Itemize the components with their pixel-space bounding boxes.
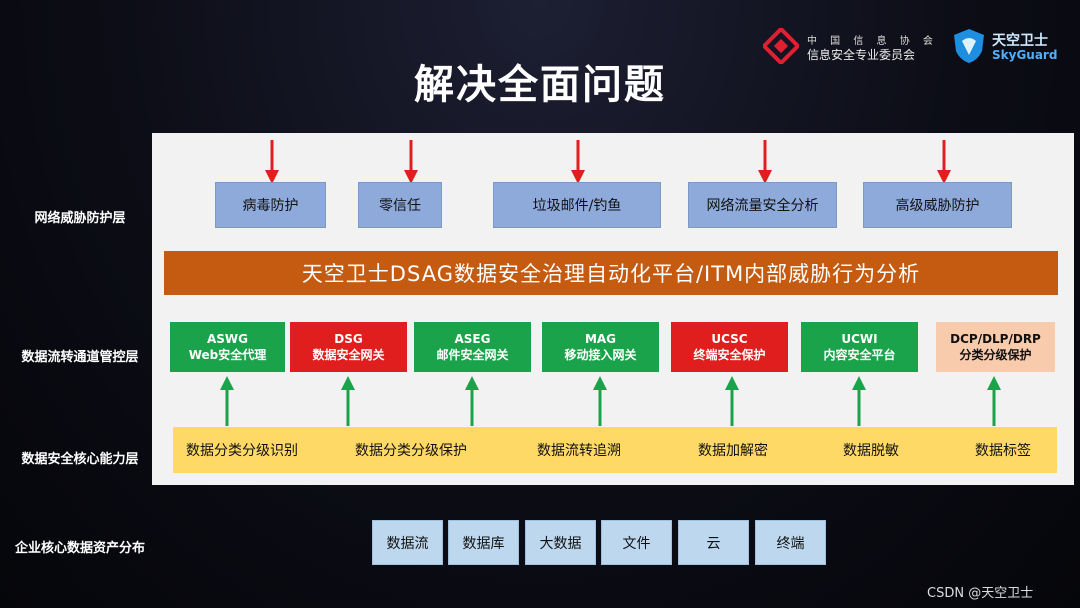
arrow-down-icon bbox=[265, 140, 279, 184]
threat-item-spam-phishing: 垃圾邮件/钓鱼 bbox=[493, 182, 661, 228]
gateway-dcp-dlp-drp: DCP/DLP/DRP 分类分级保护 bbox=[936, 322, 1055, 372]
core-item-encryption: 数据加解密 bbox=[698, 443, 768, 459]
asset-endpoint: 终端 bbox=[755, 520, 826, 565]
layer-label-threat: 网络威胁防护层 bbox=[34, 211, 126, 226]
threat-item-zero-trust: 零信任 bbox=[358, 182, 442, 228]
gateway-mag: MAG 移动接入网关 bbox=[542, 322, 659, 372]
arrow-up-icon bbox=[465, 376, 479, 426]
gateway-ucwi: UCWI 内容安全平台 bbox=[801, 322, 918, 372]
arrow-up-icon bbox=[987, 376, 1001, 426]
layer-label-channel: 数据流转通道管控层 bbox=[21, 350, 139, 365]
arrow-down-icon bbox=[404, 140, 418, 184]
arrow-up-icon bbox=[220, 376, 234, 426]
org-logo: 中 国 信 息 协 会 信息安全专业委员会 bbox=[763, 28, 933, 64]
gateway-code: DCP/DLP/DRP bbox=[950, 332, 1041, 346]
arrow-up-icon bbox=[593, 376, 607, 426]
watermark: CSDN @天空卫士 bbox=[927, 586, 1034, 601]
gateway-code: UCSC bbox=[711, 332, 748, 346]
core-item-classification-protect: 数据分类分级保护 bbox=[355, 443, 467, 459]
brand-name-cn: 天空卫士 bbox=[992, 33, 1048, 49]
core-item-labeling: 数据标签 bbox=[975, 443, 1031, 459]
gateway-name: 邮件安全网关 bbox=[436, 348, 509, 362]
gateway-code: ASWG bbox=[206, 332, 248, 346]
gateway-name: 移动接入网关 bbox=[564, 348, 637, 362]
gateway-name: Web安全代理 bbox=[188, 348, 267, 362]
arrow-down-icon bbox=[758, 140, 772, 184]
asset-data-flow: 数据流 bbox=[372, 520, 443, 565]
threat-item-antivirus: 病毒防护 bbox=[215, 182, 326, 228]
asset-database: 数据库 bbox=[448, 520, 519, 565]
arrow-up-icon bbox=[341, 376, 355, 426]
gateway-aseg: ASEG 邮件安全网关 bbox=[414, 322, 531, 372]
core-item-flow-trace: 数据流转追溯 bbox=[537, 443, 621, 459]
arrow-up-icon bbox=[725, 376, 739, 426]
gateway-dsg: DSG 数据安全网关 bbox=[290, 322, 407, 372]
gateway-name: 数据安全网关 bbox=[312, 348, 385, 362]
gateway-code: UCWI bbox=[841, 332, 878, 346]
shield-icon bbox=[954, 29, 984, 63]
gateway-name: 终端安全保护 bbox=[693, 348, 766, 362]
gateway-code: DSG bbox=[334, 332, 363, 346]
gateway-ucsc: UCSC 终端安全保护 bbox=[671, 322, 788, 372]
asset-cloud: 云 bbox=[678, 520, 749, 565]
gateway-code: MAG bbox=[584, 332, 617, 346]
threat-item-advanced-threat: 高级威胁防护 bbox=[863, 182, 1012, 228]
asset-big-data: 大数据 bbox=[525, 520, 596, 565]
layer-label-assets: 企业核心数据资产分布 bbox=[14, 541, 145, 556]
core-capability-band bbox=[173, 427, 1057, 473]
threat-item-traffic-analysis: 网络流量安全分析 bbox=[688, 182, 837, 228]
org-logo-line1: 中 国 信 息 协 会 bbox=[807, 36, 938, 47]
gateway-name: 分类分级保护 bbox=[959, 348, 1032, 362]
asset-file: 文件 bbox=[601, 520, 672, 565]
layer-label-core: 数据安全核心能力层 bbox=[21, 452, 139, 467]
arrow-up-icon bbox=[852, 376, 866, 426]
brand-name-en: SkyGuard bbox=[992, 48, 1058, 62]
gateway-name: 内容安全平台 bbox=[823, 348, 896, 362]
arrow-down-icon bbox=[937, 140, 951, 184]
core-item-masking: 数据脱敏 bbox=[843, 443, 899, 459]
core-item-classification-identify: 数据分类分级识别 bbox=[186, 443, 298, 459]
brand-logo: 天空卫士 SkyGuard bbox=[950, 27, 1060, 67]
gateway-aswg: ASWG Web安全代理 bbox=[170, 322, 285, 372]
gateway-code: ASEG bbox=[454, 332, 491, 346]
page-title: 解决全面问题 bbox=[414, 62, 666, 108]
arrow-down-icon bbox=[571, 140, 585, 184]
org-logo-icon bbox=[763, 28, 799, 64]
org-logo-line2: 信息安全专业委员会 bbox=[807, 48, 916, 62]
platform-banner: 天空卫士DSAG数据安全治理自动化平台/ITM内部威胁行为分析 bbox=[164, 251, 1058, 295]
